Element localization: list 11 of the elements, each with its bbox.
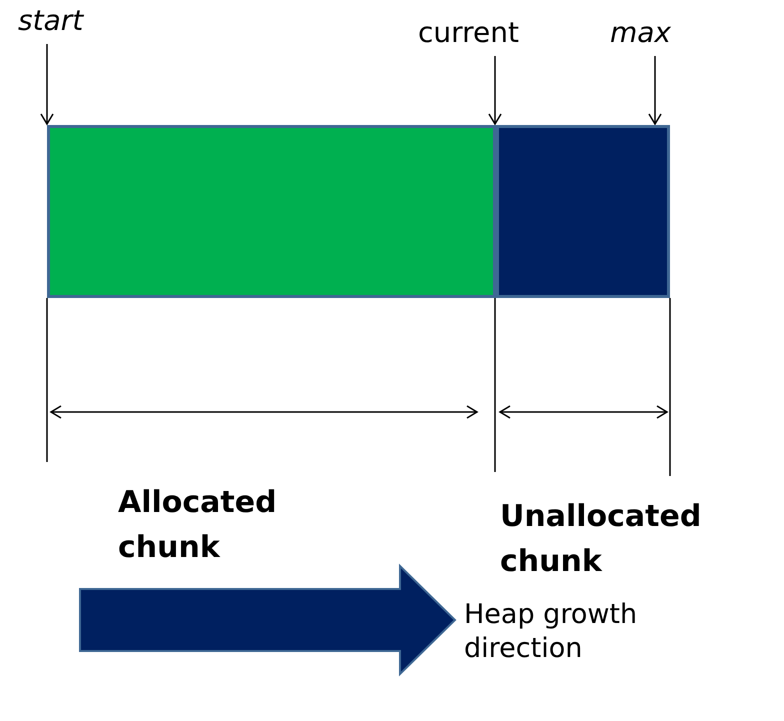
segment-label: Unallocated chunk [500,498,702,581]
pointer-arrow [488,56,502,125]
segment-label: Allocated chunk [118,484,278,567]
bar-segment [47,125,496,298]
pointer-arrow [648,56,662,125]
pointer-label: start [18,4,84,38]
pointer-label: current [418,16,520,50]
pointer-label: max [610,16,672,50]
bar-segment [496,125,670,298]
note-text: Heap growth direction [464,598,638,666]
pointer-arrow [40,44,54,125]
